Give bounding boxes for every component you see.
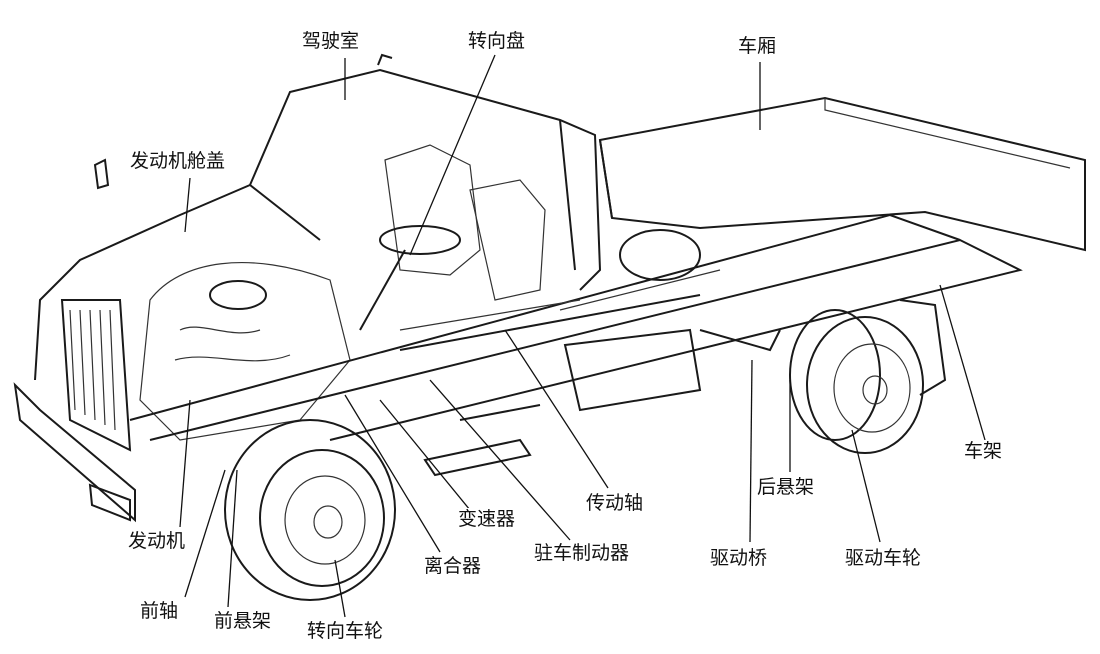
label-drive-axle: 驱动桥 (708, 547, 770, 569)
label-drive-wheel: 驱动车轮 (843, 547, 924, 569)
leader-drive-wheel (851, 429, 881, 543)
cargo-box-shape (598, 96, 1086, 252)
label-frame: 车架 (962, 440, 1005, 462)
leader-drive-shaft (504, 329, 609, 489)
leader-frame (939, 284, 986, 441)
hood-shape (34, 158, 321, 381)
label-front-axle: 前轴 (138, 600, 181, 622)
leader-clutch (344, 394, 441, 553)
leader-front-axle (184, 469, 226, 598)
drive-shaft-shape (399, 294, 701, 351)
rear-wheel-shape (789, 299, 947, 454)
leader-hood (184, 177, 191, 233)
leader-front-suspension (227, 469, 238, 608)
label-transmission: 变速器 (456, 508, 518, 530)
label-steered-wheel: 转向车轮 (305, 620, 386, 642)
label-cab: 驾驶室 (300, 30, 362, 52)
leader-steered-wheel (334, 559, 346, 618)
label-cargo-box: 车厢 (736, 35, 779, 57)
fuel-tank-shape (563, 328, 702, 412)
label-steering-wheel: 转向盘 (466, 30, 528, 52)
leader-transmission (379, 399, 471, 511)
drive-axle-shape (699, 329, 781, 352)
radiator-shape (13, 299, 136, 523)
label-front-suspension: 前悬架 (212, 610, 274, 632)
leader-drive-axle (749, 359, 753, 543)
label-engine: 发动机 (126, 530, 188, 552)
label-parking-brake: 驻车制动器 (532, 542, 632, 564)
front-wheel-shape (224, 419, 396, 601)
label-clutch: 离合器 (422, 555, 484, 577)
cab-shape (249, 53, 602, 301)
leader-engine (179, 399, 191, 528)
label-rear-suspension: 后悬架 (755, 476, 817, 498)
leader-parking-brake (429, 379, 571, 541)
steering-wheel-shape (359, 225, 461, 331)
engine-shape (139, 261, 351, 441)
leader-steering-wheel (409, 54, 496, 256)
label-hood: 发动机舱盖 (128, 150, 228, 172)
spare-wheel-shape (619, 229, 701, 281)
frame-shape (129, 213, 1023, 441)
label-drive-shaft: 传动轴 (584, 492, 646, 514)
